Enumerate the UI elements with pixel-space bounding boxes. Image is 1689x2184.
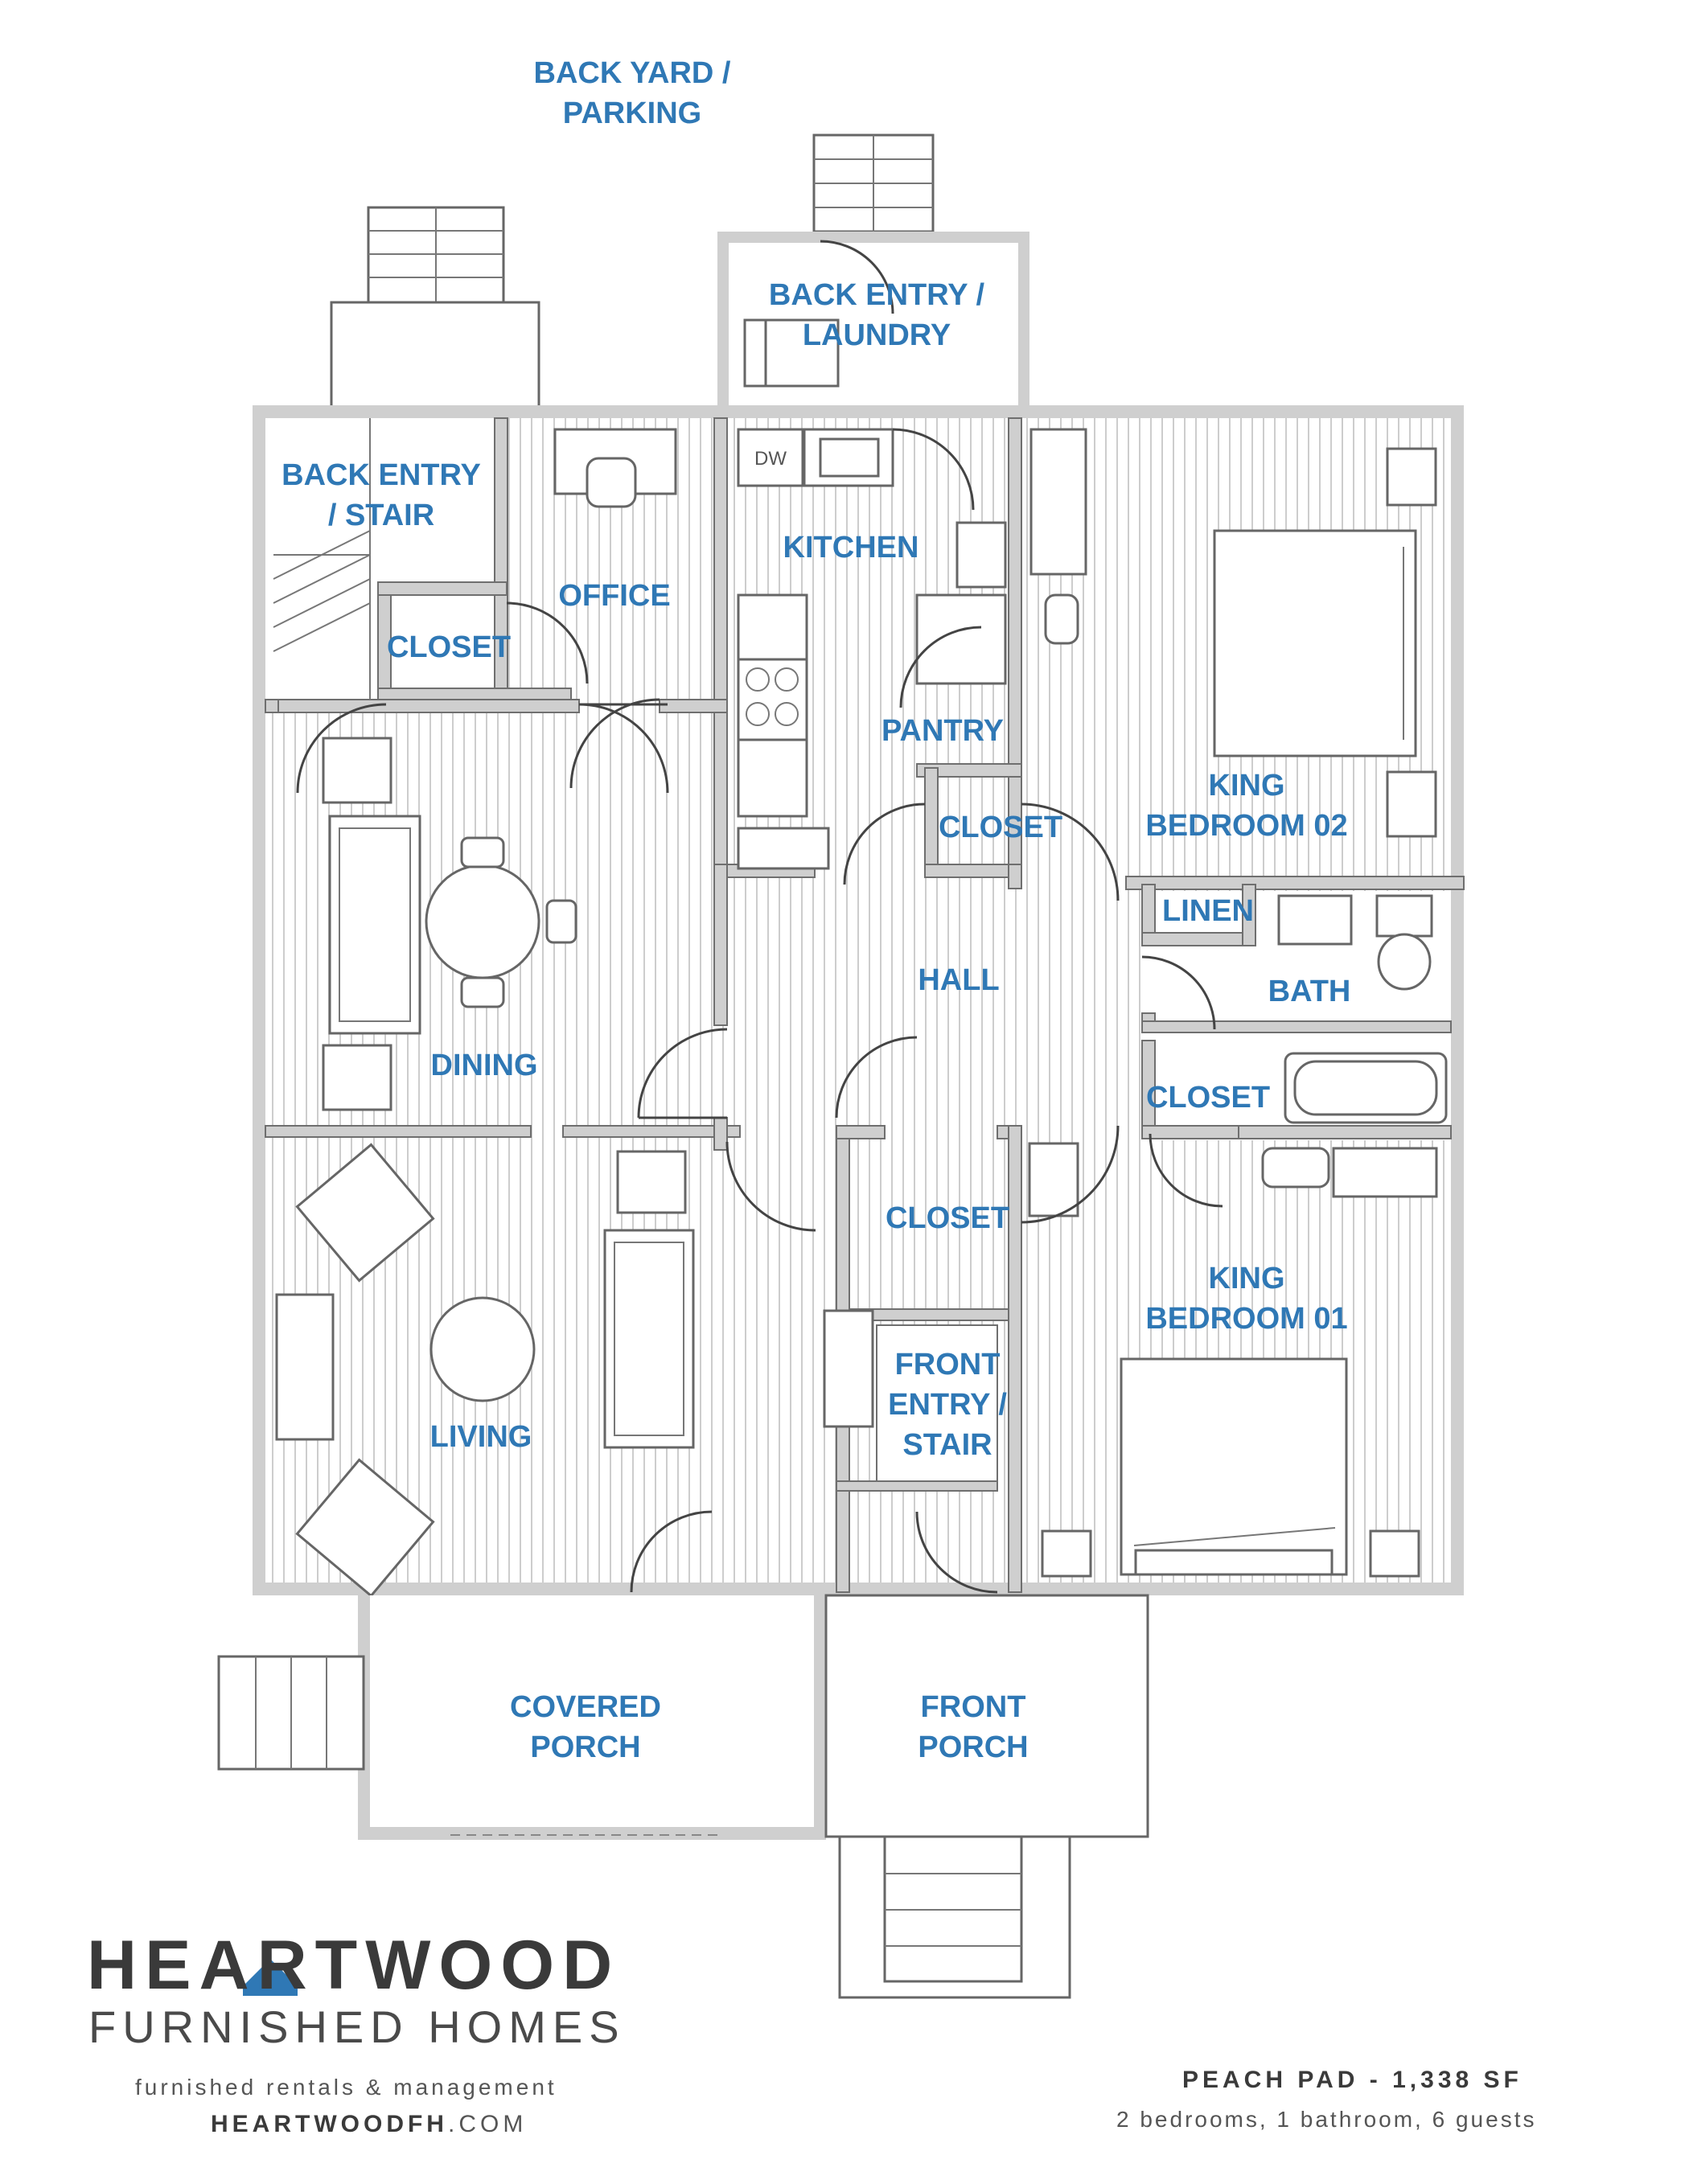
back-stair xyxy=(273,418,371,700)
label-back-yard: BACK YARD /PARKING xyxy=(533,56,731,130)
label-hall: HALL xyxy=(918,963,1000,997)
house-roof-icon xyxy=(243,1959,298,1996)
brand-title: HEARTWOOD xyxy=(87,1927,621,2004)
property-details: 2 bedrooms, 1 bathroom, 6 guests xyxy=(1116,2107,1537,2132)
office-desk xyxy=(553,428,677,508)
dining-furniture xyxy=(322,737,577,1111)
label-closet-front: CLOSET xyxy=(885,1201,1010,1235)
label-linen: LINEN xyxy=(1162,894,1254,928)
bedroom-02-furniture xyxy=(1029,428,1437,838)
bath-fixtures xyxy=(1277,894,1448,1124)
label-office: OFFICE xyxy=(558,579,671,613)
brand-tagline: furnished rentals & management xyxy=(135,2075,557,2100)
living-furniture xyxy=(275,1143,874,1598)
porches xyxy=(217,1594,1149,1999)
label-back-entry-stair: BACK ENTRY/ STAIR xyxy=(282,458,481,532)
property-name: PEACH PAD - 1,338 SF xyxy=(1182,2067,1523,2093)
bedroom-01-furniture xyxy=(1028,1142,1438,1578)
label-closet-hall-top: CLOSET xyxy=(938,811,1063,844)
label-dishwasher: DW xyxy=(754,448,787,470)
label-kitchen: KITCHEN xyxy=(783,531,919,564)
label-back-entry-laundry: BACK ENTRY /LAUNDRY xyxy=(768,278,985,352)
brand-subtitle: FURNISHED HOMES xyxy=(88,2001,626,2052)
label-bath: BATH xyxy=(1268,975,1351,1008)
label-dining: DINING xyxy=(430,1049,538,1082)
label-living: LIVING xyxy=(429,1420,532,1454)
brand-url: HEARTWOODFH.COM xyxy=(211,2111,528,2137)
label-closet-bath: CLOSET xyxy=(1145,1081,1271,1115)
label-pantry: PANTRY xyxy=(881,714,1004,748)
label-closet-office: CLOSET xyxy=(386,630,512,664)
doors xyxy=(296,240,1223,1594)
back-stair-steps-right xyxy=(812,133,935,233)
kitchen-fixtures xyxy=(737,428,1007,870)
interior-walls xyxy=(265,417,1465,1593)
back-stair-steps-left xyxy=(330,206,540,410)
laundry-room xyxy=(717,232,1029,410)
